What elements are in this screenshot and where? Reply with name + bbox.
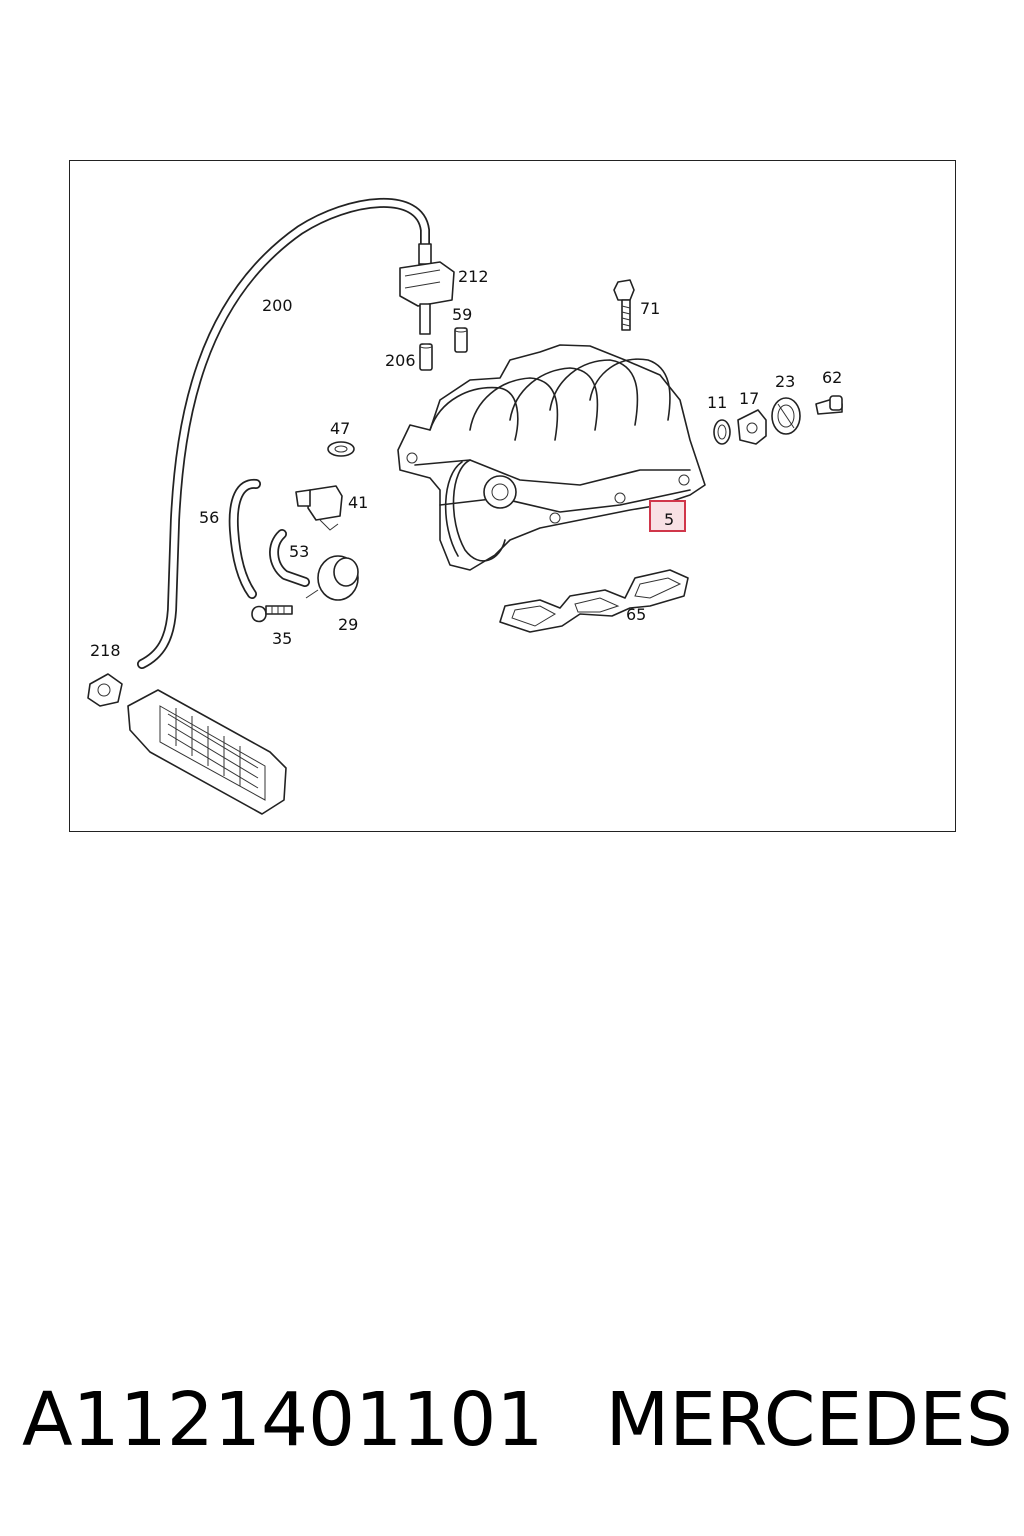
solenoid-valve-41 <box>295 485 343 531</box>
callout-35: 35 <box>272 629 292 648</box>
connector-218 <box>87 673 123 707</box>
callout-47: 47 <box>330 419 350 438</box>
callout-17: 17 <box>739 389 759 408</box>
highlight-box <box>649 500 686 532</box>
callout-41: 41 <box>348 493 368 512</box>
hose-53 <box>269 529 310 587</box>
callout-200: 200 <box>262 296 293 315</box>
air-filter-housing <box>127 689 287 815</box>
brand-name: MERCEDES <box>605 1377 1013 1463</box>
callout-62: 62 <box>822 368 842 387</box>
valve-23 <box>771 397 801 435</box>
callout-23: 23 <box>775 372 795 391</box>
intake-manifold-5 <box>397 344 706 571</box>
callout-212: 212 <box>458 267 489 286</box>
callout-206: 206 <box>385 351 416 370</box>
hose-200 <box>137 198 430 669</box>
callout-65: 65 <box>626 605 646 624</box>
screw-35 <box>251 605 293 623</box>
fitting-17 <box>737 409 767 445</box>
callout-11: 11 <box>707 393 727 412</box>
callout-53: 53 <box>289 542 309 561</box>
bolt-71 <box>613 279 635 331</box>
gasket-65 <box>499 569 689 633</box>
bolt-62 <box>815 395 843 415</box>
callout-71: 71 <box>640 299 660 318</box>
callout-29: 29 <box>338 615 358 634</box>
connector-212 <box>399 243 455 335</box>
part-caption: A1121401101 MERCEDES <box>22 1375 1013 1465</box>
callout-59: 59 <box>452 305 472 324</box>
part-number: A1121401101 <box>22 1377 544 1463</box>
plug-59 <box>454 327 468 353</box>
callout-5-highlight[interactable]: 5 <box>649 500 686 532</box>
seal-11 <box>713 419 731 445</box>
vacuum-unit-29 <box>305 555 359 601</box>
hose-56 <box>228 478 261 599</box>
washer-47 <box>327 441 355 457</box>
callout-218: 218 <box>90 641 121 660</box>
callout-5: 5 <box>664 510 674 529</box>
plug-206 <box>419 343 433 371</box>
callout-56: 56 <box>199 508 219 527</box>
